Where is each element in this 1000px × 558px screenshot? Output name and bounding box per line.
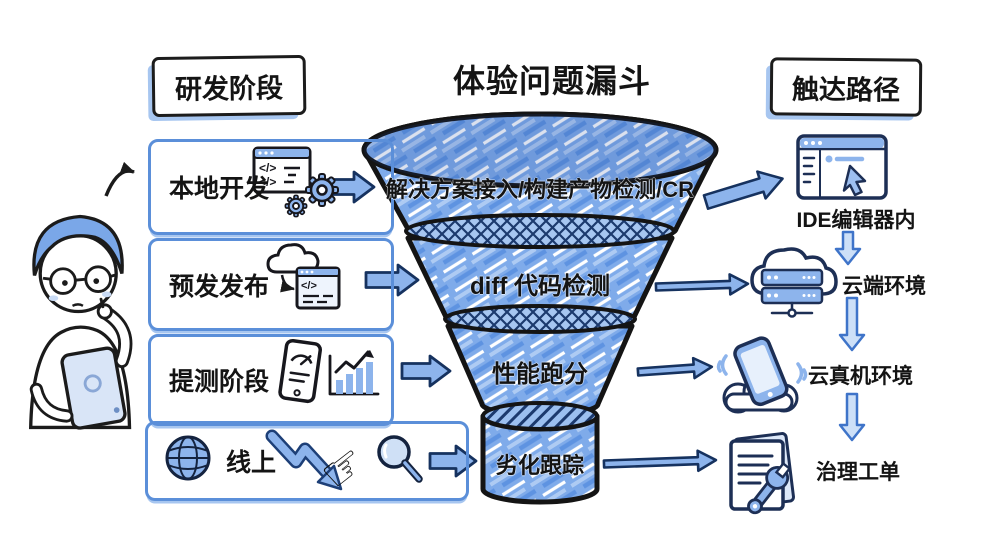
decline-zigzag-arrow-icon — [265, 429, 343, 491]
stage-box-online: 线上 — [145, 421, 469, 501]
funnel-band-2 — [443, 304, 637, 334]
arrow-path-3 — [636, 356, 714, 380]
magnifier-icon — [377, 435, 423, 483]
left-header-label: 研发阶段 — [174, 72, 284, 105]
arrows-path-chain — [834, 230, 866, 442]
phone-benchmark-icon — [278, 338, 322, 404]
right-column-header: 触达路径 — [769, 57, 923, 117]
funnel-cylinder-top — [481, 401, 599, 431]
funnel — [361, 111, 719, 505]
arrow-stage-3 — [400, 354, 452, 388]
ide-window-icon — [796, 134, 888, 200]
code-glyph: </> — [259, 175, 276, 189]
page-title: 体验问题漏斗 — [452, 63, 651, 99]
funnel-top-ellipse — [361, 111, 719, 189]
funnel-level-1-label: 解决方案接入/构建产物检测/CR — [385, 177, 694, 202]
person-illustration — [28, 214, 133, 430]
phone-on-cloud-icon — [716, 336, 808, 414]
path-label-work-order: 治理工单 — [816, 461, 900, 484]
path-label-cloud-env: 云端环境 — [842, 275, 926, 298]
arrows-funnel-to-path — [602, 170, 784, 473]
cloud-upload-icon: </> — [266, 243, 341, 310]
stage-box-pre-release: 预发发布 — [148, 238, 394, 331]
funnel-level-4-label: 劣化跟踪 — [495, 453, 584, 478]
down-arrow-3 — [838, 392, 866, 442]
funnel-top-shade — [364, 114, 716, 186]
down-arrow-2 — [838, 296, 866, 352]
globe-icon — [165, 435, 211, 481]
code-glyph: </> — [259, 161, 276, 175]
rising-chart-icon — [328, 350, 380, 396]
funnel-level-2-label: diff 代码检测 — [470, 273, 610, 300]
curved-arrow — [104, 161, 135, 197]
arrow-path-4 — [602, 449, 718, 473]
stage-box-local-dev: 本地开发 — [148, 139, 394, 235]
funnel-band-1 — [404, 213, 676, 249]
arrow-path-2 — [654, 273, 750, 296]
stage-label: 预发发布 — [169, 272, 270, 301]
code-window-icon: </> </> — [252, 146, 312, 194]
document-wrench-icon — [729, 432, 795, 515]
stage-label: 本地开发 — [169, 175, 270, 203]
arrow-path-1 — [702, 170, 784, 210]
left-column-header: 研发阶段 — [151, 54, 307, 118]
right-header-label: 触达路径 — [791, 74, 901, 105]
path-label-cloud-device: 云真机环境 — [808, 365, 913, 388]
down-arrow-1 — [834, 230, 862, 266]
path-label-ide: IDE编辑器内 — [796, 209, 916, 232]
stage-box-testing: 提测阶段 — [148, 334, 394, 426]
stage-label: 提测阶段 — [169, 368, 270, 396]
gears-icon — [284, 173, 339, 218]
cloud-server-icon — [750, 247, 838, 318]
stage-label: 线上 — [226, 449, 277, 477]
code-glyph: </> — [301, 280, 317, 292]
funnel-level-3-label: 性能跑分 — [492, 361, 588, 388]
